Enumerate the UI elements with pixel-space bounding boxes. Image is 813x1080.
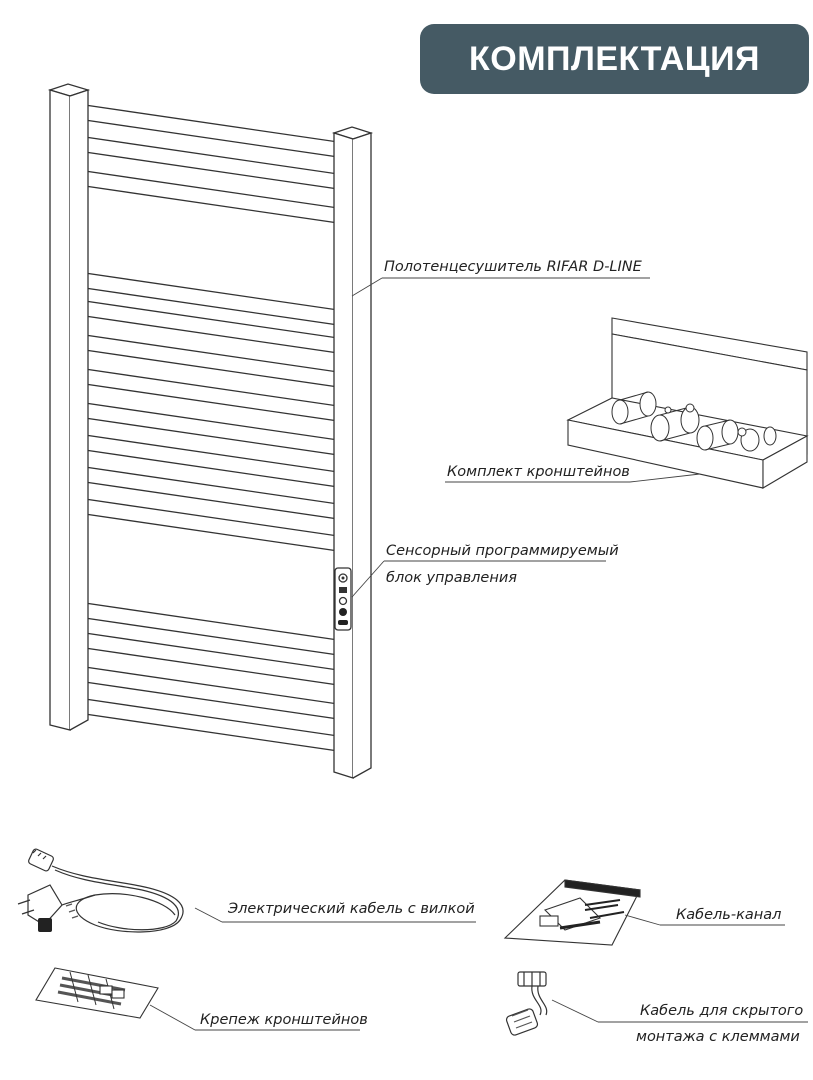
left-post: [47, 83, 91, 731]
control-unit: [334, 567, 352, 631]
hidden-cable-illustration: [505, 971, 548, 1036]
bracket-fasteners-illustration: [35, 967, 159, 1019]
label-cable-channel: Кабель-канал: [676, 907, 781, 923]
label-control-unit-1: Сенсорный программируемый: [386, 543, 619, 559]
leader-towel-warmer: [351, 277, 650, 297]
leader-control-unit: [351, 560, 606, 598]
power-cable-illustration: [17, 848, 184, 933]
label-bracket-fasteners: Крепеж кронштейнов: [200, 1012, 368, 1028]
page-title: КОМПЛЕКТАЦИЯ: [469, 39, 760, 78]
leader-hidden-cable: [551, 999, 808, 1023]
bracket-kit-illustration: [566, 317, 809, 489]
cable-channel-illustration: [503, 879, 641, 946]
leader-cable-channel: [624, 914, 785, 926]
towel-warmer-rails: [69, 103, 341, 753]
leader-bracket-kit: [445, 473, 701, 483]
towel-warmer-illustration: [47, 83, 374, 779]
right-post: [331, 126, 374, 779]
label-control-unit-2: блок управления: [386, 570, 517, 586]
title-badge: КОМПЛЕКТАЦИЯ: [420, 24, 809, 94]
label-bracket-kit: Комплект кронштейнов: [447, 464, 630, 480]
label-hidden-cable-2: монтажа с клеммами: [636, 1029, 800, 1045]
label-power-cable: Электрический кабель с вилкой: [227, 901, 475, 917]
label-towel-warmer: Полотенцесушитель RIFAR D-LINE: [384, 259, 643, 275]
leader-bracket-fasteners: [149, 1004, 360, 1031]
leader-power-cable: [194, 907, 476, 923]
label-hidden-cable-1: Кабель для скрытого: [640, 1003, 803, 1019]
